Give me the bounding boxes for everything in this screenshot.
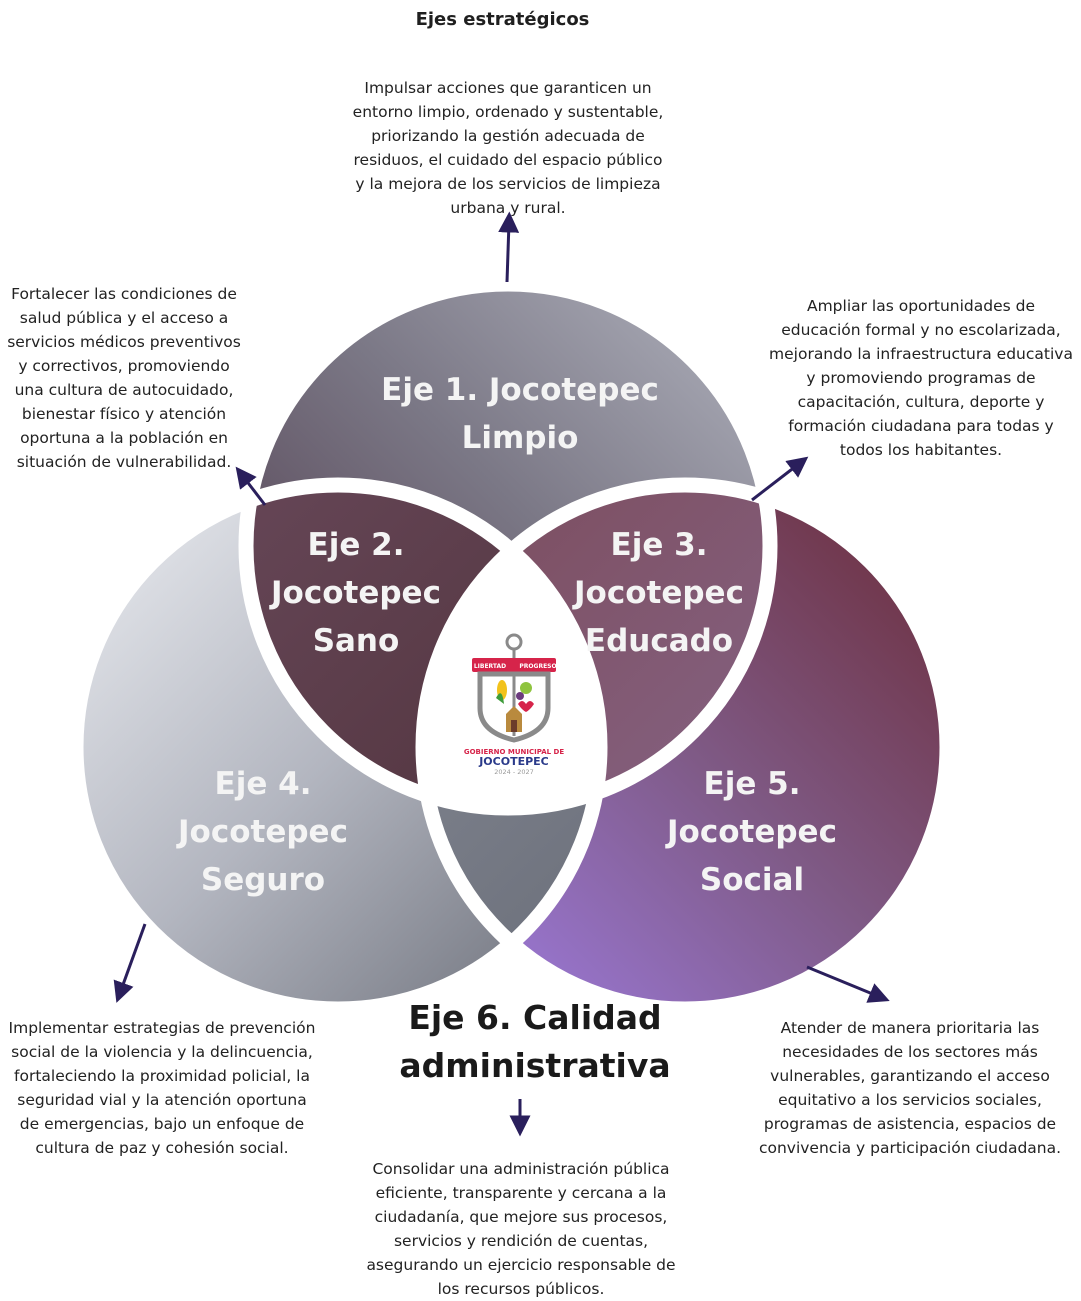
- desc-eje4: Implementar estrategias de prevención so…: [8, 1019, 316, 1157]
- arrow-eje3: [751, 456, 809, 502]
- desc-eje2: Fortalecer las condiciones de salud públ…: [7, 285, 241, 471]
- label-eje4: Eje 4. Jocotepec Seguro: [178, 766, 348, 898]
- fruit-icon: [520, 682, 532, 694]
- desc-eje1: Impulsar acciones que garanticen un ento…: [352, 79, 664, 217]
- heart-icon: [518, 701, 534, 712]
- logo-banner-right: PROGRESO: [519, 663, 556, 670]
- jocotepec-logo: LIBERTAD PROGRESO GOBIERNO MUNICIPAL DE …: [464, 633, 565, 776]
- label-eje3: Eje 3. Jocotepec Educado: [574, 527, 744, 659]
- label-eje5: Eje 5. Jocotepec Social: [667, 766, 837, 898]
- label-eje1: Eje 1. Jocotepec Limpio: [381, 372, 659, 456]
- logo-line1: GOBIERNO MUNICIPAL DE: [464, 748, 565, 756]
- church-icon: [506, 706, 522, 732]
- arrow-eje2: [235, 466, 267, 506]
- desc-eje6: Consolidar una administración pública ef…: [366, 1160, 676, 1298]
- arrow-eje4: [113, 923, 147, 1003]
- arrow-eje5: [806, 965, 890, 1003]
- diagram-title: Ejes estratégicos: [415, 9, 590, 30]
- arrow-eje1: [498, 211, 520, 283]
- center-region: [423, 485, 600, 808]
- desc-eje5: Atender de manera prioritaria las necesi…: [758, 1019, 1062, 1157]
- logo-years: 2024 - 2027: [494, 768, 534, 776]
- desc-eje3: Ampliar las oportunidades de educación f…: [769, 297, 1073, 459]
- logo-line2: JOCOTEPEC: [478, 755, 549, 768]
- logo-banner-left: LIBERTAD: [474, 663, 506, 670]
- label-eje2: Eje 2. Jocotepec Sano: [271, 527, 441, 659]
- label-eje6: Eje 6. Calidad administrativa: [399, 998, 671, 1085]
